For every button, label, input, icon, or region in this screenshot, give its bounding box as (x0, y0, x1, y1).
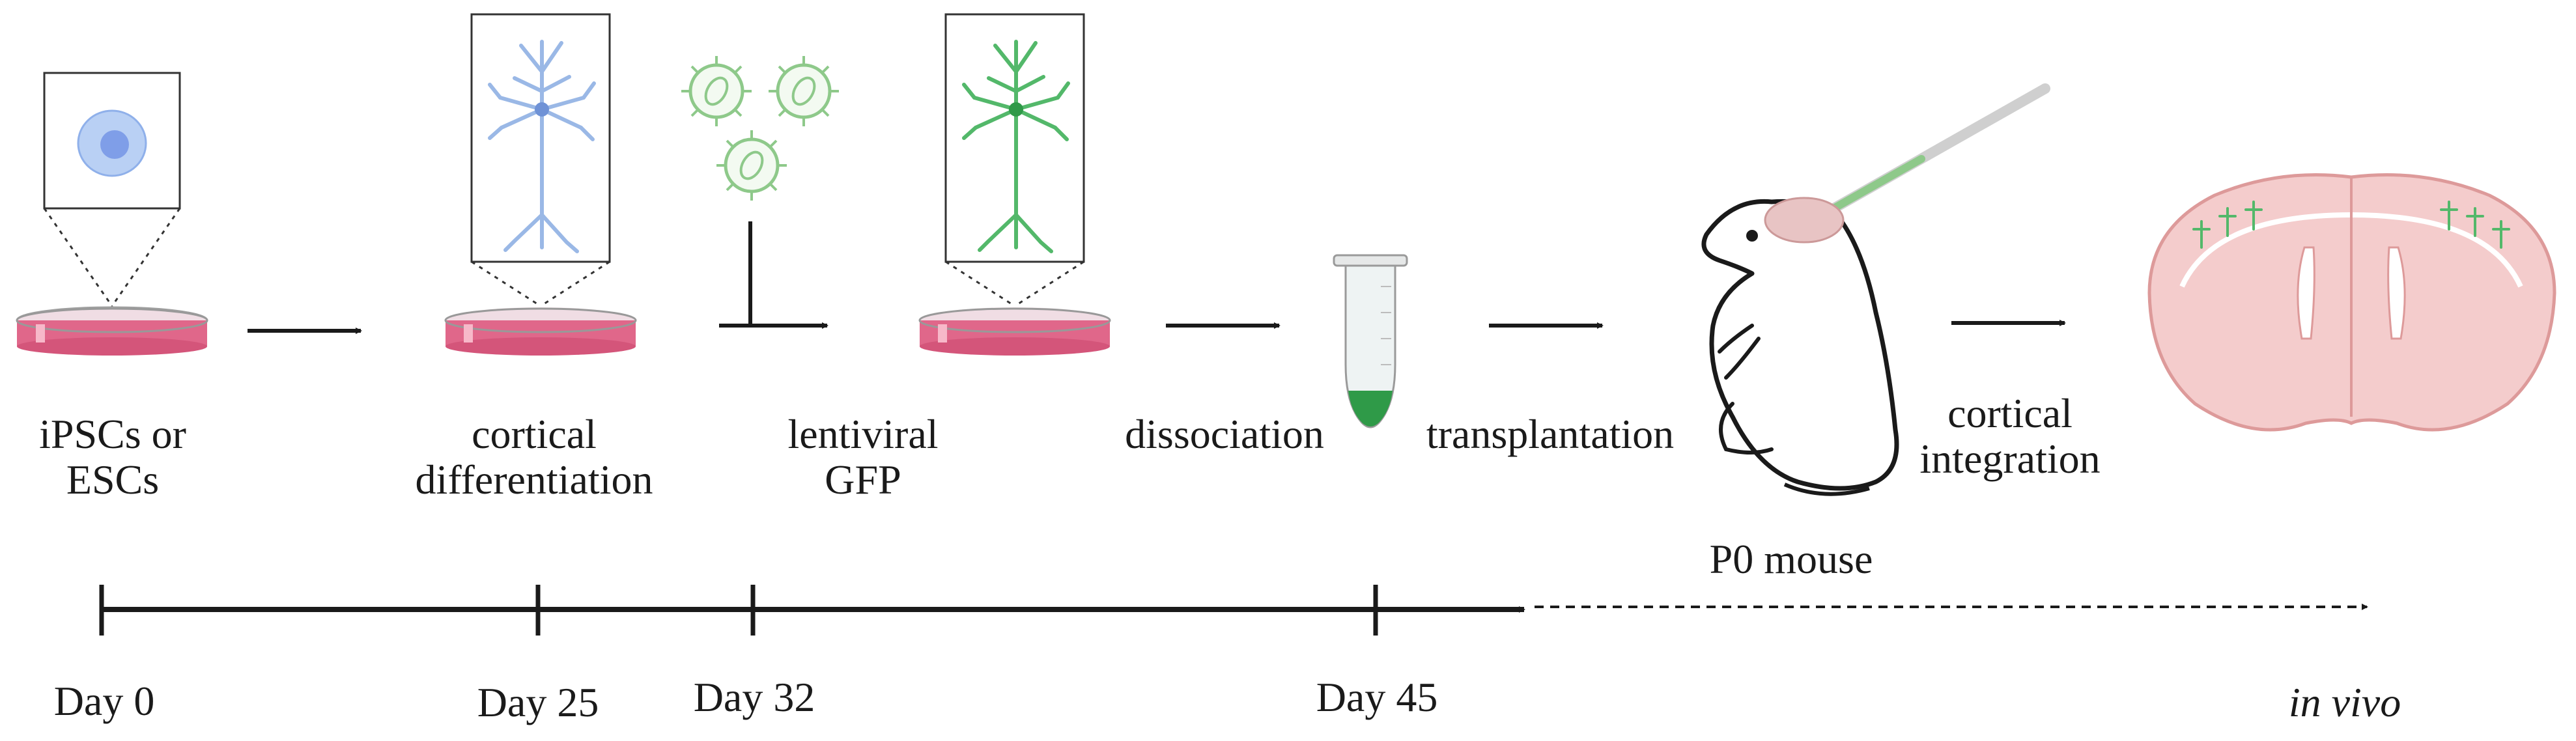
process-arrows (248, 320, 2066, 334)
timeline-label-day0: Day 0 (53, 678, 155, 724)
timeline-label-in-vivo: in vivo (2288, 679, 2401, 725)
tube-icon (1333, 254, 1408, 428)
mouse-label: P0 mouse (1709, 536, 1873, 582)
step-label-dissociation: dissociation (1125, 411, 1324, 457)
cortical-neuron-dish-icon (444, 13, 637, 356)
timeline (99, 585, 2368, 636)
brain-section-icon (2147, 173, 2556, 432)
lentivirus-icon (681, 56, 839, 329)
timeline-label-day25: Day 25 (477, 679, 599, 725)
step-label-transplantation: transplantation (1426, 411, 1675, 457)
gfp-neuron-dish-icon (918, 13, 1111, 356)
progenitor-dish-icon (16, 72, 208, 356)
p0-mouse-icon (1701, 83, 2050, 496)
timeline-label-day32: Day 32 (693, 674, 815, 720)
timeline-label-day45: Day 45 (1316, 674, 1438, 720)
